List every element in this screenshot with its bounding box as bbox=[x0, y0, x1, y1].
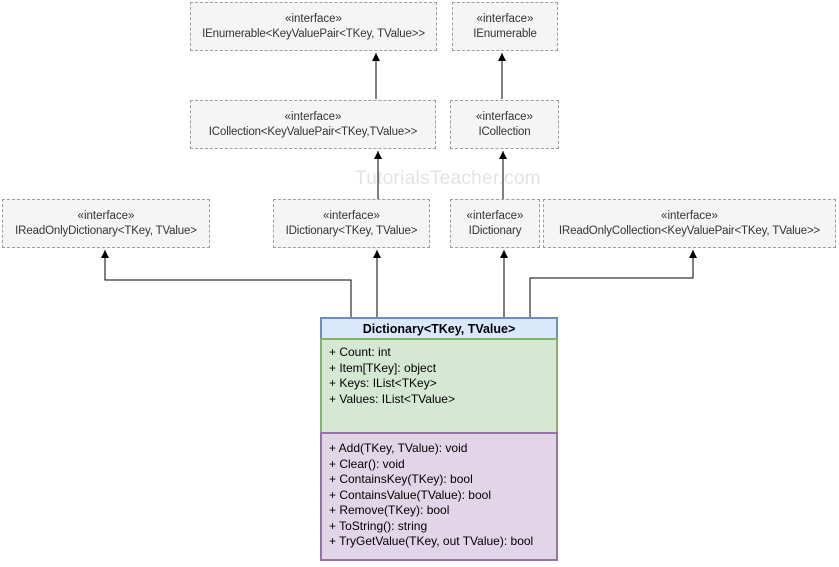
stereotype-label: «interface» bbox=[476, 13, 534, 25]
interface-box-ienumerable-kvp: «interface» IEnumerable<KeyValuePair<TKe… bbox=[190, 2, 437, 51]
interface-box-icollection: «interface» ICollection bbox=[450, 100, 559, 149]
class-property: + Values: IList<TValue> bbox=[329, 391, 455, 406]
class-method: + ToString(): string bbox=[329, 518, 428, 533]
stereotype-label: «interface» bbox=[466, 210, 524, 222]
class-property: + Keys: IList<TKey> bbox=[329, 376, 437, 390]
interface-box-idictionary: «interface» IDictionary bbox=[450, 199, 540, 248]
class-box-dictionary: Dictionary<TKey, TValue> + Count: int + … bbox=[320, 317, 558, 561]
class-title: Dictionary<TKey, TValue> bbox=[320, 317, 558, 340]
stereotype-label: «interface» bbox=[323, 210, 380, 222]
interface-name: IDictionary<TKey, TValue> bbox=[285, 225, 418, 237]
stereotype-label: «interface» bbox=[285, 13, 342, 25]
interface-name: IReadOnlyDictionary<TKey, TValue> bbox=[15, 225, 197, 237]
interface-box-ienumerable: «interface» IEnumerable bbox=[452, 2, 558, 51]
interface-name: IEnumerable bbox=[473, 28, 537, 40]
arrow-dictionary-to-ireadonlycollection-kvp bbox=[529, 250, 697, 317]
stereotype-label: «interface» bbox=[284, 111, 342, 123]
watermark: TutorialsTeacher.com bbox=[355, 168, 541, 189]
interface-name: IDictionary bbox=[468, 225, 522, 237]
class-method: + ContainsKey(TKey): bool bbox=[329, 472, 473, 486]
arrow-dictionary-to-ireadonlydictionary bbox=[101, 250, 352, 317]
class-property: + Item[TKey]: object bbox=[329, 360, 437, 375]
class-methods-section: + Add(TKey, TValue): void + Clear(): voi… bbox=[320, 432, 558, 561]
class-properties-section: + Count: int + Item[TKey]: object + Keys… bbox=[320, 338, 558, 434]
interface-name: IReadOnlyCollection<KeyValuePair<TKey, T… bbox=[558, 225, 821, 237]
stereotype-label: «interface» bbox=[476, 111, 533, 123]
stereotype-label: «interface» bbox=[77, 210, 135, 222]
interface-name: IEnumerable<KeyValuePair<TKey, TValue>> bbox=[202, 28, 425, 40]
class-property: + Count: int bbox=[329, 345, 391, 359]
interface-name: ICollection<KeyValuePair<TKey,TValue>> bbox=[208, 126, 418, 138]
interface-name: ICollection bbox=[478, 126, 531, 138]
interface-box-ireadonlydictionary: «interface» IReadOnlyDictionary<TKey, TV… bbox=[2, 199, 210, 248]
class-method: + Add(TKey, TValue): void bbox=[329, 441, 468, 455]
stereotype-label: «interface» bbox=[661, 210, 718, 222]
class-method: + ContainsValue(TValue): bool bbox=[329, 487, 491, 502]
interface-box-icollection-kvp: «interface» ICollection<KeyValuePair<TKe… bbox=[190, 100, 436, 149]
class-method: + Clear(): void bbox=[329, 456, 405, 471]
class-method: + TryGetValue(TKey, out TValue): bool bbox=[329, 534, 534, 548]
interface-box-idictionary-generic: «interface» IDictionary<TKey, TValue> bbox=[273, 199, 430, 248]
interface-box-ireadonlycollection-kvp: «interface» IReadOnlyCollection<KeyValue… bbox=[543, 199, 836, 248]
class-method: + Remove(TKey): bool bbox=[329, 503, 450, 517]
